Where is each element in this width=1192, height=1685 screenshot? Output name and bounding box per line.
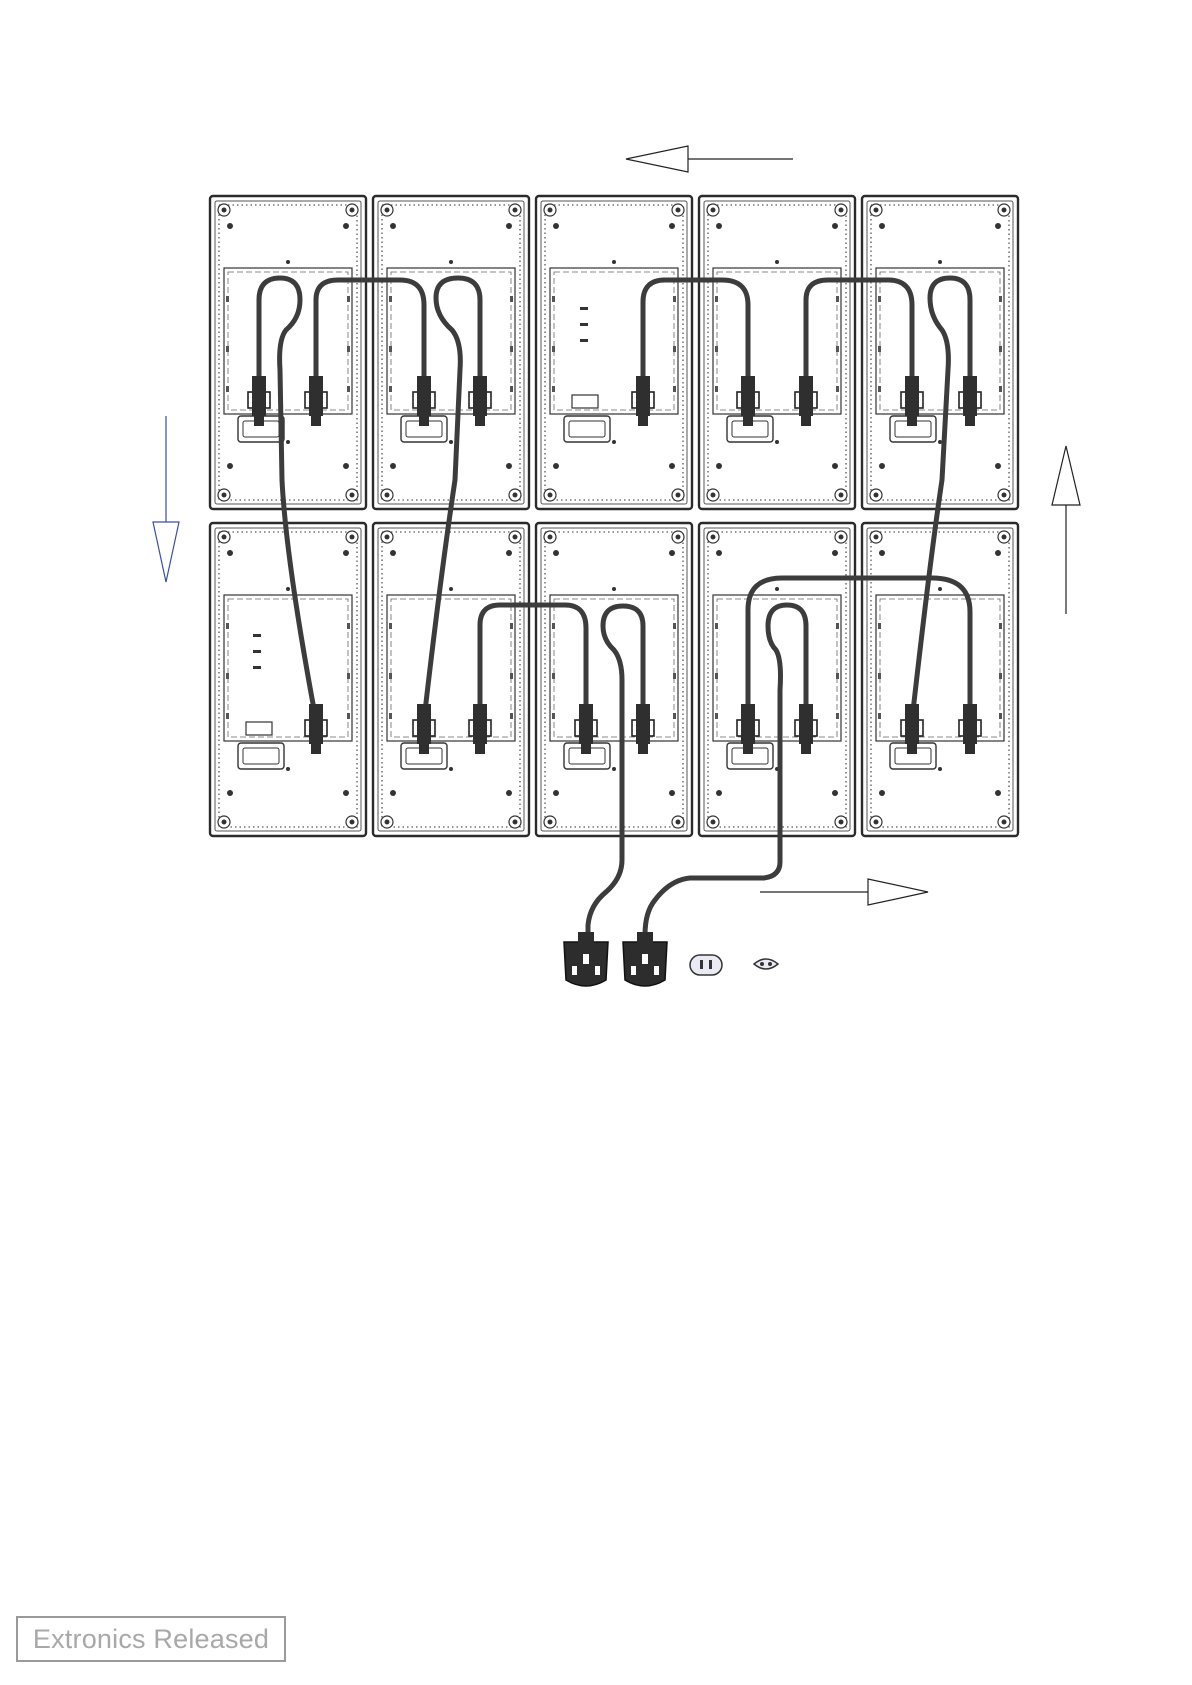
eu-socket-icon: [754, 959, 778, 969]
arrow-right-icon: [760, 879, 928, 905]
panel-top-1: [210, 196, 366, 509]
panel-bottom-5: [862, 523, 1018, 836]
panel-top-4: [699, 196, 855, 509]
arrow-up-icon: [1052, 446, 1080, 614]
panel-top-5: [862, 196, 1018, 509]
panel-top-3: [536, 196, 692, 509]
arrow-down-icon: [153, 416, 179, 582]
panel-bottom-4: [699, 523, 855, 836]
uk-mains-plug-icon: [564, 932, 608, 986]
release-stamp: Extronics Released: [16, 1616, 286, 1662]
us-socket-icon: [690, 955, 722, 975]
uk-mains-plug-icon: [623, 932, 667, 986]
panel-top-2: [373, 196, 529, 509]
panel-bottom-1: [210, 523, 366, 836]
arrow-left-icon: [626, 146, 793, 172]
panel-bottom-3: [536, 523, 692, 836]
panel-bottom-2: [373, 523, 529, 836]
